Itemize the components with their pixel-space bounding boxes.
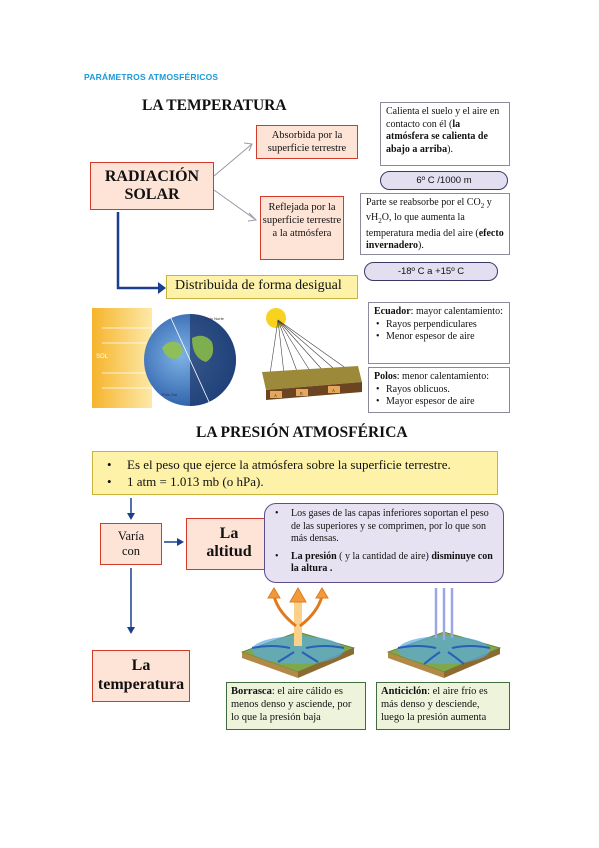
calienta-box: Calienta el suelo y el aire en contacto … <box>380 102 510 166</box>
sun-earth-illustration: SOL Polo Norte Polo Sur <box>92 308 236 408</box>
ground-markers: A B A <box>270 386 340 398</box>
anticiclon-outflow-arrows <box>397 645 491 665</box>
connector-to-reflejada <box>213 189 257 221</box>
incident-rays <box>269 319 355 375</box>
polos-list: Rayos oblicuos. Mayor espesor de aire <box>374 384 504 409</box>
borrasca-rising-arrows <box>267 586 329 646</box>
parte-text-2: y vH <box>366 197 492 224</box>
calienta-bold: la atmósfera se calienta de abajo a arri… <box>386 118 488 155</box>
gradient-pill: 6º C /1000 m <box>380 171 508 190</box>
gases-list: Los gases de las capas inferiores soport… <box>273 508 495 576</box>
temperature-title: LA TEMPERATURA <box>142 97 287 114</box>
borrasca-label: Borrasca <box>231 686 272 697</box>
anticiclon-air-layer <box>398 636 490 664</box>
peso-list: Es el peso que ejerce la atmósfera sobre… <box>101 456 489 490</box>
polos-text: : menor calentamiento: <box>396 371 489 382</box>
list-item: Los gases de las capas inferiores soport… <box>273 508 495 546</box>
polo-norte-label: Polo Norte <box>205 316 225 321</box>
ecuador-label: Ecuador <box>374 306 411 317</box>
radiacion-line1: RADIACIÓN <box>104 168 200 185</box>
connector-arrowhead-absorbida <box>243 142 253 152</box>
borrasca-text: : el aire cálido es menos denso y ascien… <box>231 686 352 723</box>
gases-bold-1: La presión <box>291 550 337 562</box>
altitud-line2: altitud <box>206 543 252 560</box>
anticiclon-illustration <box>386 588 502 678</box>
borrasca-inflow-arrows <box>251 645 345 663</box>
borrasca-ground-side <box>242 652 298 678</box>
arrowhead-varia-altitud <box>177 538 184 546</box>
parte-bold: efecto invernadero <box>366 227 504 251</box>
gases-bold-2: disminuye con la altura . <box>291 550 493 575</box>
arrowhead-peso-varia <box>127 513 135 520</box>
parte-sub-1: 2 <box>480 202 485 210</box>
gases-box: Los gases de las capas inferiores soport… <box>264 503 504 583</box>
ground-top <box>262 366 362 390</box>
anticiclon-ground-side <box>388 652 444 678</box>
ground-label-b: B <box>300 391 303 396</box>
reflejada-box: Reflejada por la superficie terrestre a … <box>260 196 344 260</box>
ecuador-text: : mayor calentamiento: <box>410 306 503 317</box>
section-header-label: PARÁMETROS ATMOSFÉRICOS <box>84 72 219 82</box>
earth-night-side <box>190 314 236 406</box>
polos-box: Polos: menor calentamiento: Rayos oblicu… <box>368 367 510 413</box>
pressure-title: LA PRESIÓN ATMOSFÉRICA <box>196 424 408 441</box>
list-item: La presión ( y la cantidad de aire) dism… <box>273 551 495 576</box>
list-item: 1 atm = 1.013 mb (o hPa). <box>101 473 489 490</box>
altitud-box: La altitud <box>186 518 272 570</box>
anticiclon-box: Anticiclón: el aire frío es más denso y … <box>376 682 510 730</box>
earth-continent-2 <box>192 335 214 362</box>
parte-text-1: Parte se reabsorbe por el CO <box>366 197 481 208</box>
anticiclon-descending-arrows <box>434 588 454 640</box>
ecuador-list: Rayos perpendiculares Menor espesor de a… <box>374 319 504 344</box>
arrowhead-varia-temperatura <box>127 627 135 634</box>
ground-label-a: A <box>274 393 277 398</box>
earth-axis <box>169 315 211 405</box>
temperature-range-pill: -18º C a +15º C <box>364 262 498 281</box>
small-sun <box>266 308 286 328</box>
list-item: Rayos perpendiculares <box>374 319 504 332</box>
calienta-end: ). <box>447 143 453 155</box>
distribuida-box: Distribuida de forma desigual <box>166 275 358 299</box>
varia-line2: con <box>121 544 141 558</box>
sun-label: SOL <box>96 354 109 360</box>
list-item: Menor espesor de aire <box>374 331 504 344</box>
parte-box: Parte se reabsorbe por el CO2 y vH2O, lo… <box>360 193 510 255</box>
sun-glow <box>92 308 152 408</box>
borrasca-illustration <box>240 586 356 678</box>
varia-line1: Varía <box>117 529 145 543</box>
anticiclon-text: : el aire frío es más denso y desciende,… <box>381 686 488 723</box>
altitud-line1: La <box>219 525 239 542</box>
radiacion-solar-box: RADIACIÓN SOLAR <box>90 162 214 210</box>
radiacion-line2: SOLAR <box>124 186 180 203</box>
anticiclon-label: Anticiclón <box>381 686 428 697</box>
parte-sub-2: 2 <box>378 217 382 226</box>
parte-end: ). <box>418 239 424 251</box>
calienta-text: Calienta el suelo y el aire en contacto … <box>386 106 500 130</box>
list-item: Es el peso que ejerce la atmósfera sobre… <box>101 456 489 473</box>
connector-to-absorbida <box>213 143 253 177</box>
list-item: Rayos oblicuos. <box>374 384 504 397</box>
borrasca-air-layer <box>252 636 344 664</box>
parte-text-3: O, lo que aumenta la temperatura media d… <box>366 212 479 239</box>
polos-label: Polos <box>374 371 397 382</box>
arrowhead-distribuida <box>158 282 166 294</box>
la-temperatura-box: La temperatura <box>92 650 190 702</box>
ecuador-box: Ecuador: mayor calentamiento: Rayos perp… <box>368 302 510 364</box>
polo-sur-label: Polo Sur <box>162 392 178 397</box>
temperatura-line2: temperatura <box>97 676 185 693</box>
arrow-to-distribuida <box>116 212 158 290</box>
list-item: Mayor espesor de aire <box>374 396 504 409</box>
temperatura-line1: La <box>131 657 151 674</box>
varia-con-box: Varía con <box>100 523 162 565</box>
sun-rays-ground-illustration: A B A <box>262 308 362 400</box>
peso-box: Es el peso que ejerce la atmósfera sobre… <box>92 451 498 495</box>
earth-continent <box>162 341 183 359</box>
connector-arrowhead-reflejada <box>247 212 258 222</box>
absorbida-box: Absorbida por la superficie terrestre <box>256 125 358 159</box>
ground-label-a2: A <box>332 388 335 393</box>
borrasca-box: Borrasca: el aire cálido es menos denso … <box>226 682 366 730</box>
gases-text-2: ( y la cantidad de aire) <box>336 550 432 562</box>
